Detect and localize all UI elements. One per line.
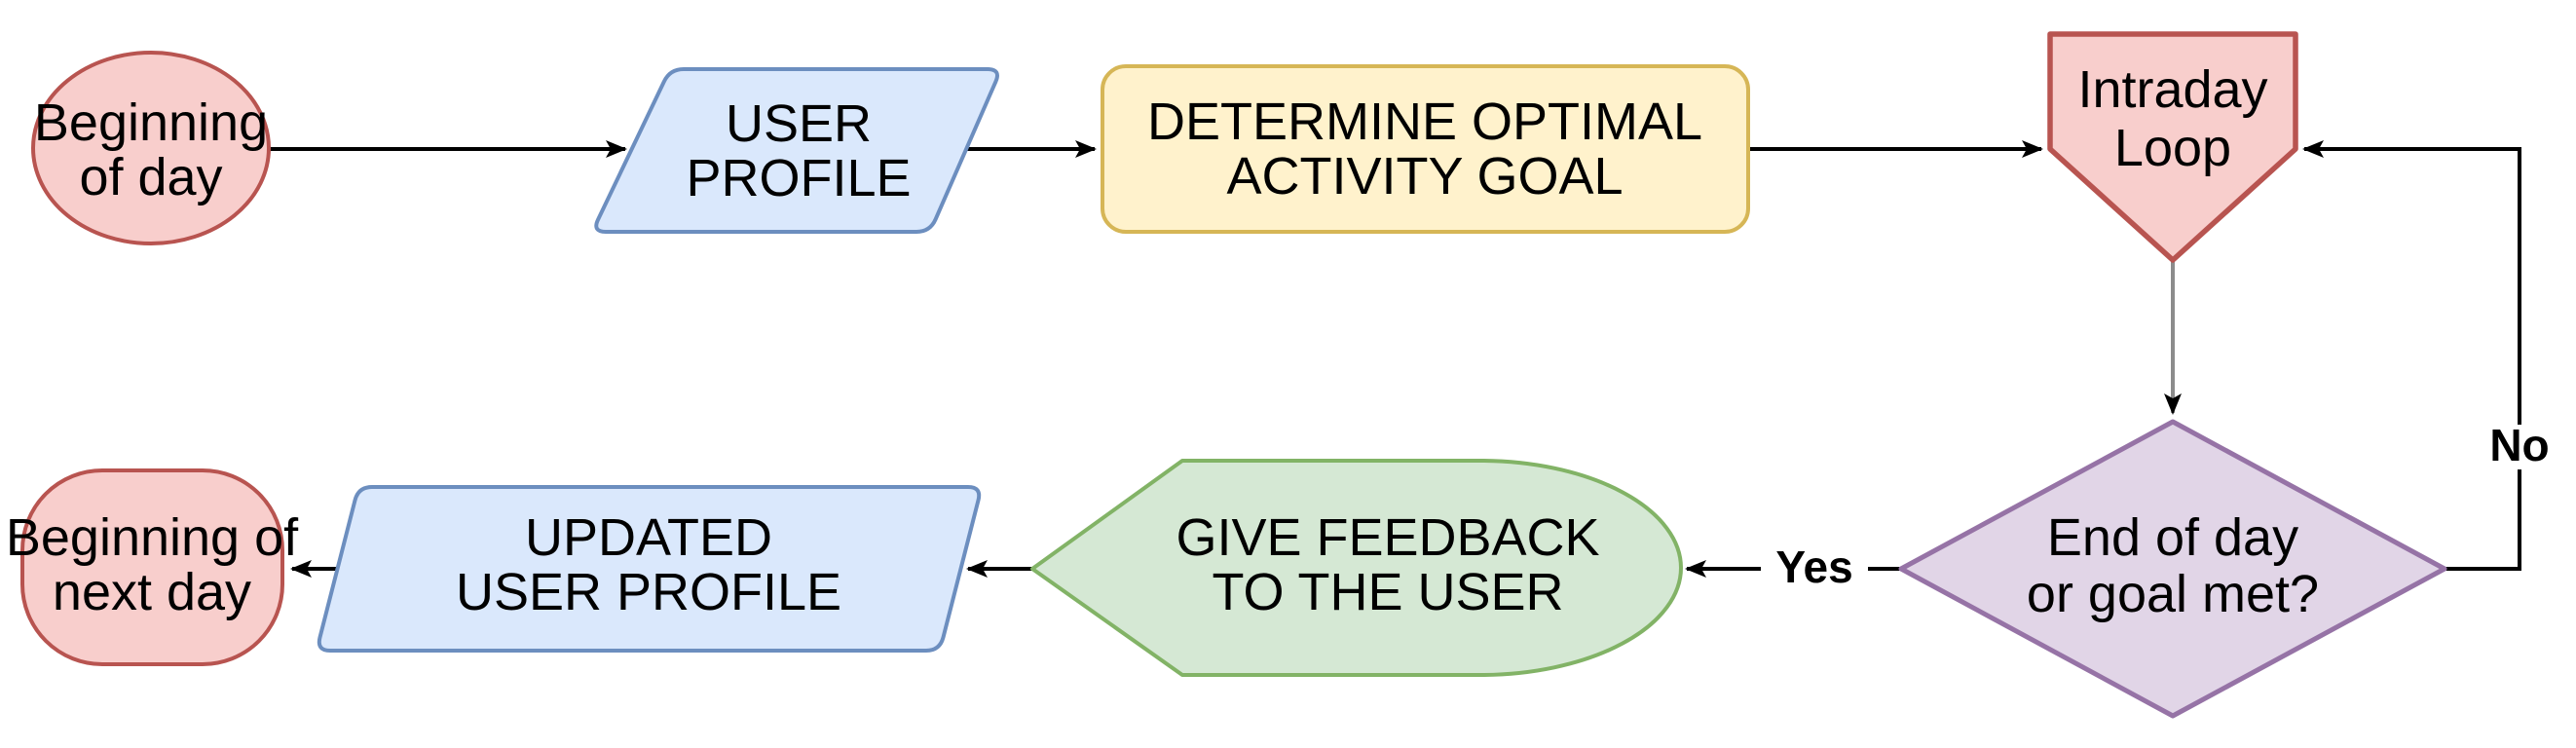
- node-determine-activity-goal[interactable]: DETERMINE OPTIMAL ACTIVITY GOAL: [1101, 64, 1750, 234]
- node-label-line2: or goal met?: [2027, 565, 2319, 623]
- edge-label-no: No: [2489, 420, 2549, 470]
- node-user-profile[interactable]: USER PROFILE: [594, 67, 999, 234]
- node-label-line2: next day: [53, 563, 251, 621]
- node-beginning-of-next-day[interactable]: Beginning of next day: [6, 468, 299, 666]
- node-label-line1: End of day: [2047, 508, 2298, 567]
- connector-no-loop[interactable]: No: [2302, 140, 2550, 571]
- terminator-shape[interactable]: [31, 51, 271, 245]
- node-label-line1: DETERMINE OPTIMAL: [1147, 93, 1702, 151]
- terminator-shape[interactable]: [20, 468, 284, 666]
- node-intraday-loop[interactable]: Intraday Loop: [2047, 31, 2298, 263]
- display-shape[interactable]: [1030, 459, 1683, 677]
- decision-diamond-shape[interactable]: [1898, 419, 2447, 719]
- loop-limit-shape[interactable]: [2047, 31, 2298, 263]
- connector-yes-to-feedback[interactable]: Yes: [1685, 542, 1901, 592]
- process-shape[interactable]: [1101, 64, 1750, 234]
- node-label-line2: ACTIVITY GOAL: [1226, 147, 1623, 206]
- parallelogram-shape[interactable]: [594, 67, 999, 234]
- node-label-line2: Loop: [2114, 119, 2231, 177]
- node-label-line1: USER: [726, 94, 872, 153]
- node-label-line1: GIVE FEEDBACK: [1176, 508, 1599, 567]
- node-beginning-of-day[interactable]: Beginning of day: [31, 51, 271, 245]
- node-give-feedback[interactable]: GIVE FEEDBACK TO THE USER: [1030, 459, 1683, 677]
- node-label-line1: Beginning: [34, 94, 268, 152]
- node-end-of-day-decision[interactable]: End of day or goal met?: [1898, 419, 2447, 719]
- node-label-line2: TO THE USER: [1212, 563, 1563, 621]
- parallelogram-shape[interactable]: [317, 485, 982, 653]
- node-label-line1: UPDATED: [525, 508, 772, 567]
- edge-label-yes: Yes: [1775, 542, 1852, 592]
- node-label-line1: Intraday: [2077, 60, 2267, 119]
- node-label-line2: USER PROFILE: [456, 563, 841, 621]
- node-label-line1: Beginning of: [6, 508, 299, 567]
- node-label-line2: of day: [79, 148, 222, 206]
- node-label-line2: PROFILE: [686, 149, 911, 207]
- node-updated-user-profile[interactable]: UPDATED USER PROFILE: [317, 485, 982, 653]
